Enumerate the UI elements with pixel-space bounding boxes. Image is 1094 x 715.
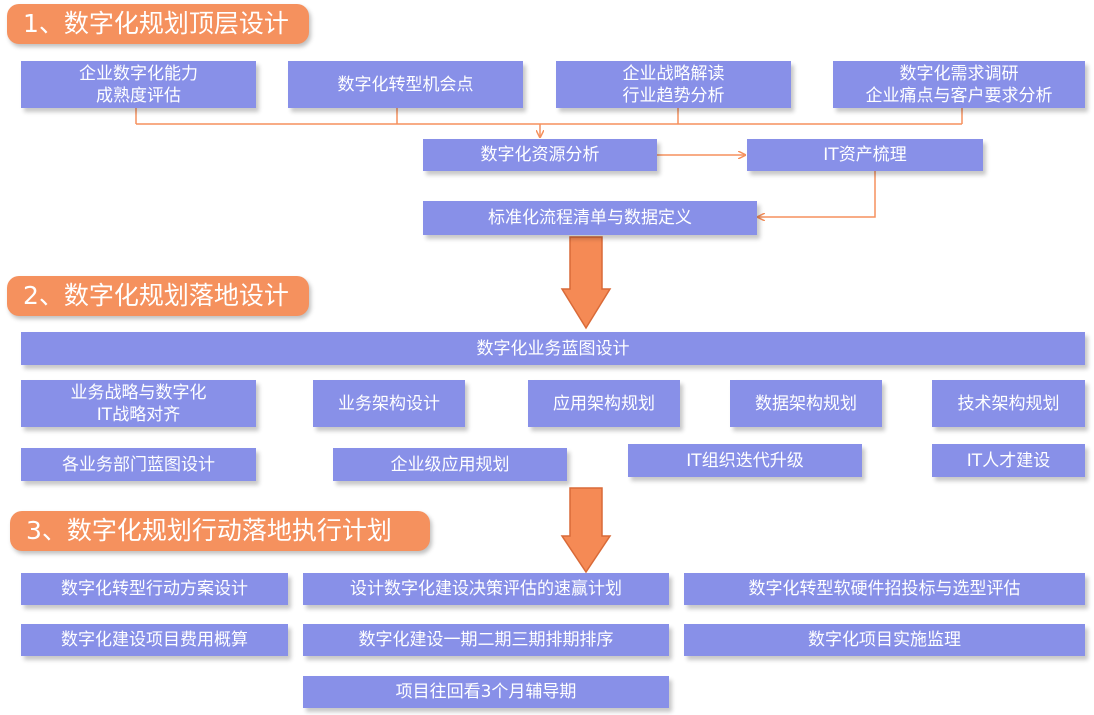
quick-win-box: 设计数字化建设决策评估的速赢计划 [303, 573, 669, 605]
procurement-box: 数字化转型软硬件招投标与选型评估 [684, 573, 1085, 605]
action-plan-label: 数字化转型行动方案设计 [61, 579, 248, 599]
process-data-label: 标准化流程清单与数据定义 [488, 208, 692, 228]
it-talent-label: IT人才建设 [966, 450, 1051, 471]
procurement-label: 数字化转型软硬件招投标与选型评估 [748, 579, 1021, 599]
down-arrow-2 [560, 487, 612, 574]
application-architecture-box: 应用架构规划 [528, 380, 680, 427]
data-architecture-box: 数据架构规划 [730, 380, 882, 427]
opportunity-box: 数字化转型机会点 [288, 61, 523, 108]
maturity-assessment-box: 企业数字化能力成熟度评估 [21, 61, 256, 108]
research-line-2: 企业痛点与客户要求分析 [865, 85, 1053, 106]
coaching-period-label: 项目往回看3个月辅导期 [395, 682, 577, 702]
maturity-line-2: 成熟度评估 [96, 85, 181, 106]
strategy-line-1: 企业战略解读 [622, 63, 725, 84]
phasing-label: 数字化建设一期二期三期排期排序 [358, 630, 614, 650]
business-architecture-box: 业务架构设计 [313, 380, 465, 427]
action-plan-box: 数字化转型行动方案设计 [21, 573, 288, 605]
alignment-line-1: 业务战略与数字化 [70, 382, 207, 403]
it-to-process-arrow [758, 171, 876, 217]
section-header-3: 3、数字化规划行动落地执行计划 [10, 511, 430, 551]
business-blueprint-label: 数字化业务蓝图设计 [476, 338, 630, 359]
business-blueprint-box: 数字化业务蓝图设计 [21, 332, 1085, 365]
it-talent-box: IT人才建设 [932, 444, 1085, 477]
section-header-2: 2、数字化规划落地设计 [7, 276, 309, 316]
supervision-box: 数字化项目实施监理 [684, 624, 1085, 656]
business-architecture-label: 业务架构设计 [338, 393, 440, 414]
research-line-1: 数字化需求调研 [899, 63, 1019, 84]
opportunity-label: 数字化转型机会点 [337, 74, 474, 95]
budget-box: 数字化建设项目费用概算 [21, 624, 288, 656]
it-organization-box: IT组织迭代升级 [628, 444, 862, 477]
department-blueprint-box: 各业务部门蓝图设计 [21, 448, 256, 481]
technical-architecture-label: 技术架构规划 [957, 393, 1060, 414]
section-header-1: 1、数字化规划顶层设计 [7, 4, 309, 44]
it-organization-label: IT组织迭代升级 [686, 450, 804, 471]
quick-win-label: 设计数字化建设决策评估的速赢计划 [350, 579, 622, 599]
alignment-line-2: IT战略对齐 [96, 404, 181, 425]
enterprise-application-box: 企业级应用规划 [333, 448, 567, 481]
it-assets-box: IT资产梳理 [747, 139, 983, 171]
enterprise-application-label: 企业级应用规划 [390, 454, 510, 475]
maturity-line-1: 企业数字化能力 [79, 63, 198, 84]
coaching-period-box: 项目往回看3个月辅导期 [303, 676, 669, 708]
research-box: 数字化需求调研企业痛点与客户要求分析 [833, 61, 1085, 108]
it-assets-label: IT资产梳理 [823, 145, 907, 165]
resource-analysis-label: 数字化资源分析 [480, 145, 600, 165]
data-architecture-label: 数据架构规划 [755, 393, 857, 414]
budget-label: 数字化建设项目费用概算 [61, 630, 248, 650]
application-architecture-label: 应用架构规划 [553, 393, 655, 414]
strategy-line-2: 行业趋势分析 [622, 85, 725, 106]
department-blueprint-label: 各业务部门蓝图设计 [62, 454, 215, 475]
resource-analysis-box: 数字化资源分析 [423, 139, 657, 171]
phasing-box: 数字化建设一期二期三期排期排序 [303, 624, 669, 656]
supervision-label: 数字化项目实施监理 [808, 630, 961, 650]
down-arrow-1 [560, 236, 612, 330]
top-merge-connector [135, 108, 963, 137]
strategy-box: 企业战略解读行业趋势分析 [556, 61, 791, 108]
technical-architecture-box: 技术架构规划 [932, 380, 1085, 427]
process-data-box: 标准化流程清单与数据定义 [423, 201, 757, 235]
